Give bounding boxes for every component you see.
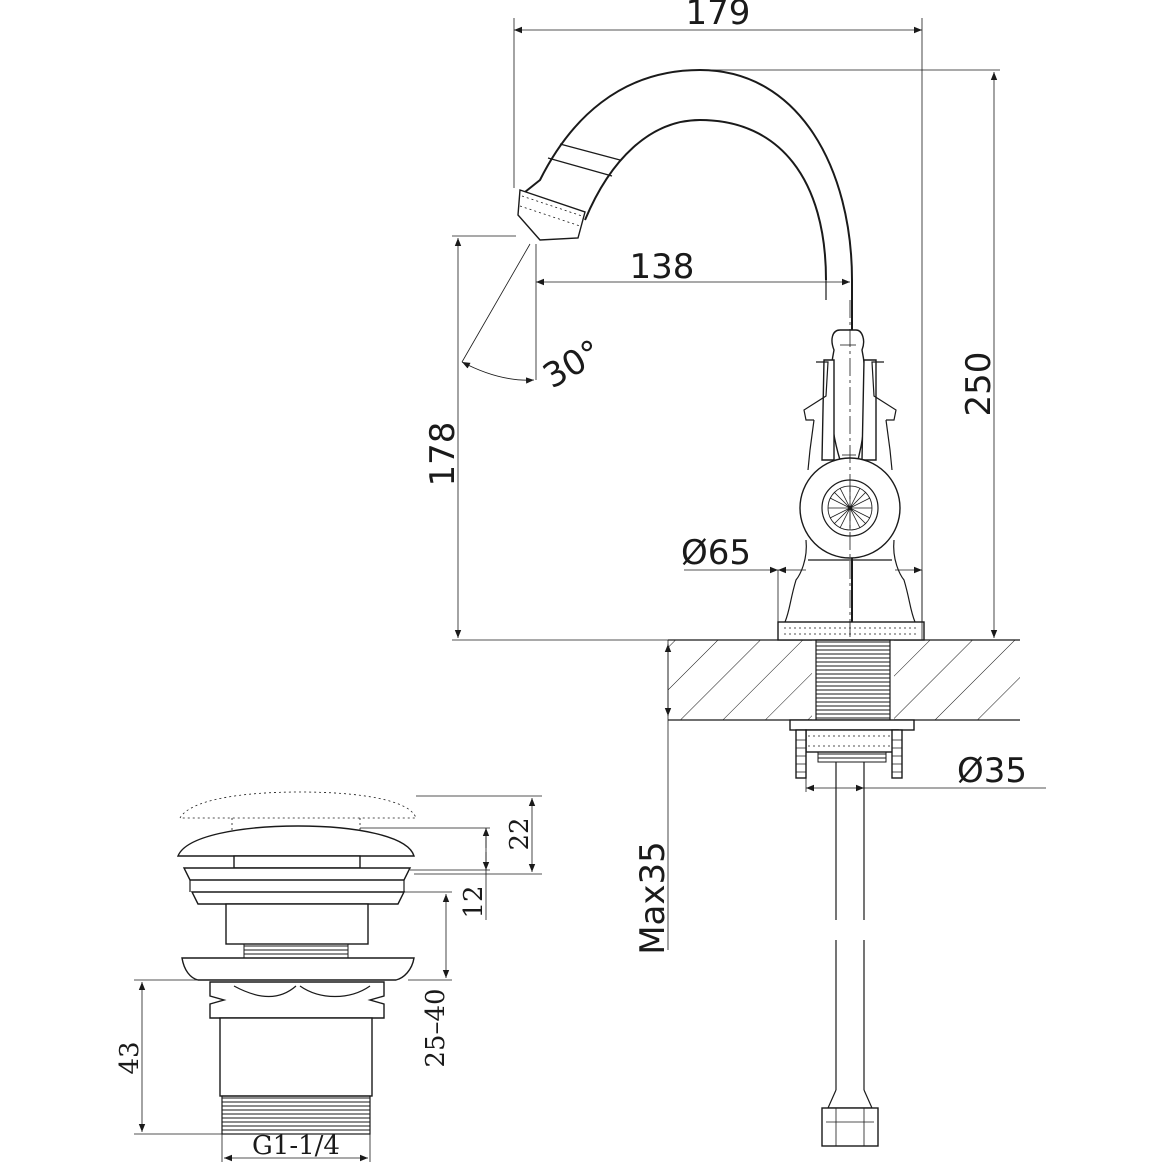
dim-d35 bbox=[805, 762, 1046, 792]
dim-12-label: 12 bbox=[459, 885, 489, 918]
flex-hose bbox=[821, 762, 879, 1147]
dim-43 bbox=[134, 979, 222, 1135]
dim-179-label: 179 bbox=[686, 0, 751, 33]
dim-22 bbox=[414, 795, 542, 875]
dim-12 bbox=[360, 827, 490, 920]
popup-drain bbox=[176, 791, 417, 1135]
dim-178-label: 178 bbox=[423, 422, 463, 487]
dim-30deg bbox=[461, 243, 535, 384]
dim-d65 bbox=[684, 566, 923, 622]
dim-25-40 bbox=[398, 891, 452, 981]
dim-178 bbox=[452, 235, 668, 641]
dim-179 bbox=[513, 18, 923, 640]
dim-25-40-label: 25–40 bbox=[421, 988, 451, 1067]
dim-g1 bbox=[221, 1134, 371, 1162]
faucet-body bbox=[777, 300, 925, 641]
dim-250-label: 250 bbox=[959, 352, 999, 417]
dim-22-label: 22 bbox=[505, 817, 535, 850]
dim-max35-label: Max35 bbox=[633, 841, 673, 955]
dim-d65-label: Ø65 bbox=[681, 533, 751, 573]
dim-43-label: 43 bbox=[115, 1041, 145, 1074]
faucet-spout bbox=[517, 68, 853, 640]
dim-138 bbox=[535, 244, 850, 380]
dim-138-label: 138 bbox=[630, 247, 695, 287]
dim-250 bbox=[700, 69, 1020, 641]
dim-30-label: 30° bbox=[536, 332, 608, 397]
dim-d35-label: Ø35 bbox=[957, 751, 1027, 791]
dim-g1-label: G1-1/4 bbox=[252, 1131, 340, 1161]
mounting-shank bbox=[789, 639, 915, 779]
